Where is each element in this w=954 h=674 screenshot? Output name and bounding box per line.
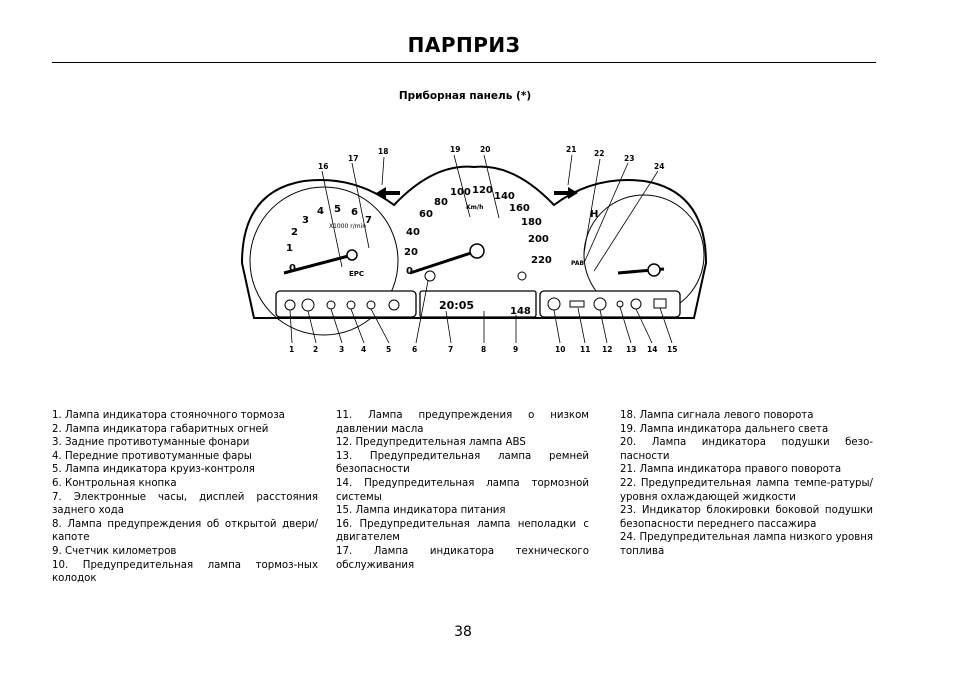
- tach-number: 7: [365, 215, 372, 226]
- speed-number: 160: [509, 203, 530, 214]
- speed-number: 80: [434, 197, 448, 208]
- legend-item: 21. Лампа индикатора правого поворота: [620, 464, 842, 476]
- callout-number: 9: [513, 345, 518, 354]
- legend-item: 20. Лампа индикатора подушки безо-паснос…: [620, 437, 873, 462]
- legend-item: 22. Предупредительная лампа темпе-ратуры…: [620, 477, 873, 503]
- legend-item: 24. Предупредительная лампа низкого уров…: [620, 532, 873, 557]
- legend-column-3: 18. Лампа сигнала левого поворота 19. Ла…: [620, 409, 873, 559]
- speed-number: 40: [406, 227, 420, 238]
- legend-column-1: 1. Лампа индикатора стояночного тормоза …: [52, 409, 318, 586]
- legend-item: 11. Лампа предупреждения о низком давлен…: [336, 410, 589, 435]
- callout-number: 14: [647, 345, 657, 354]
- callout-number: 21: [566, 145, 576, 154]
- speed-number: 20: [404, 247, 418, 258]
- pab-label: PAB: [571, 260, 584, 267]
- legend-item: 6. Контрольная кнопка: [52, 477, 177, 489]
- legend-item: 14. Предупредительная лампа тормозной си…: [336, 477, 589, 503]
- tachometer: 0 1 2 3 4 5 6 7 X1000 r/min EPC: [249, 186, 399, 336]
- cruise-control-icon: [388, 299, 400, 311]
- epc-label: EPC: [349, 270, 364, 278]
- callout-number: 23: [624, 154, 634, 163]
- legend-item: 23. Индикатор блокировки боковой подушки…: [620, 505, 873, 530]
- tach-number: 6: [351, 207, 358, 218]
- temp-gauge-mark: H: [590, 209, 598, 220]
- tach-number: 4: [317, 206, 324, 217]
- lcd-clock: 20:05: [439, 299, 474, 312]
- callout-number: 17: [348, 154, 358, 163]
- tach-number: 0: [289, 263, 296, 274]
- lcd-panel: [419, 290, 537, 318]
- callout-number: 1: [289, 345, 294, 354]
- legend-item: 10. Предупредительная лампа тормоз-ных к…: [52, 559, 318, 585]
- tach-number: 1: [286, 243, 293, 254]
- callout-number: 3: [339, 345, 344, 354]
- legend-item: 1. Лампа индикатора стояночного тормоза: [52, 410, 285, 421]
- callout-number: 19: [450, 145, 460, 154]
- speedometer: 0 20 40 60 80 100 120 140 160 180 200 22…: [404, 185, 552, 282]
- callout-number: 11: [580, 345, 590, 354]
- callout-number: 10: [555, 345, 565, 354]
- speed-number: 180: [521, 217, 542, 228]
- callout-number: 16: [318, 162, 328, 171]
- speed-number: 100: [450, 187, 471, 198]
- legend-item: 4. Передние противотуманные фары: [52, 450, 252, 462]
- legend-column-2: 11. Лампа предупреждения о низком давлен…: [336, 409, 589, 572]
- right-indicator-panel: [539, 290, 681, 318]
- legend-item: 13. Предупредительная лампа ремней безоп…: [336, 450, 589, 476]
- callout-number: 18: [378, 147, 388, 156]
- callout-number: 22: [594, 149, 604, 158]
- callout-number: 2: [313, 345, 318, 354]
- speed-number: 220: [531, 255, 552, 266]
- title-rule: [52, 62, 876, 63]
- speed-number: 120: [472, 185, 493, 196]
- legend-item: 5. Лампа индикатора круиз-контроля: [52, 464, 255, 476]
- speed-unit: Km/h: [466, 204, 483, 211]
- left-indicator-panel: [275, 290, 417, 318]
- callout-number: 13: [626, 345, 636, 354]
- legend-item: 3. Задние противотуманные фонари: [52, 437, 250, 449]
- oil-pressure-icon: [569, 300, 585, 308]
- legend-item: 17. Лампа индикатора технического обслуж…: [336, 545, 589, 571]
- tach-unit: X1000 r/min: [329, 223, 366, 230]
- tach-number: 3: [302, 215, 309, 226]
- lcd-odometer: 148: [510, 306, 531, 317]
- section-subtitle: Приборная панель (*): [398, 90, 532, 102]
- callout-number: 15: [667, 345, 677, 354]
- speed-number: 200: [528, 234, 549, 245]
- callout-number: 4: [361, 345, 366, 354]
- legend-item: 15. Лампа индикатора питания: [336, 505, 506, 517]
- callout-number: 24: [654, 162, 664, 171]
- page-number: 38: [454, 624, 472, 640]
- legend-item: 2. Лампа индикатора габаритных огней: [52, 423, 269, 435]
- callout-number: 5: [386, 345, 391, 354]
- left-turn-arrow-icon: [376, 187, 400, 199]
- legend-item: 12. Предупредительная лампа ABS: [336, 437, 526, 449]
- callout-number: 8: [481, 345, 486, 354]
- speed-needle: [409, 249, 478, 275]
- legend-item: 9. Счетчик километров: [52, 545, 177, 557]
- tach-number: 5: [334, 204, 341, 215]
- tach-number: 2: [291, 227, 298, 238]
- speed-number: 60: [419, 209, 433, 220]
- callout-number: 12: [602, 345, 612, 354]
- dashboard-outline: [240, 165, 708, 319]
- page-title: ПАРПРИЗ: [407, 33, 521, 57]
- callout-number: 7: [448, 345, 453, 354]
- speed-number: 140: [494, 191, 515, 202]
- callout-number: 20: [480, 145, 490, 154]
- tach-needle: [283, 253, 353, 275]
- legend-item: 7. Электронные часы, дисплей расстояния …: [52, 491, 318, 517]
- legend-item: 8. Лампа предупреждения об открытой двер…: [52, 518, 318, 544]
- legend-item: 16. Предупредительная лампа неполадки с …: [336, 518, 589, 544]
- legend-item: 19. Лампа индикатора дальнего света: [620, 423, 829, 435]
- dashboard-illustration: 0 1 2 3 4 5 6 7 X1000 r/min EPC 0 20 40 …: [240, 145, 708, 354]
- speed-number: 0: [406, 266, 413, 277]
- callout-number: 6: [412, 345, 417, 354]
- legend-item: 18. Лампа сигнала левого поворота: [620, 410, 814, 421]
- right-turn-arrow-icon: [554, 187, 578, 199]
